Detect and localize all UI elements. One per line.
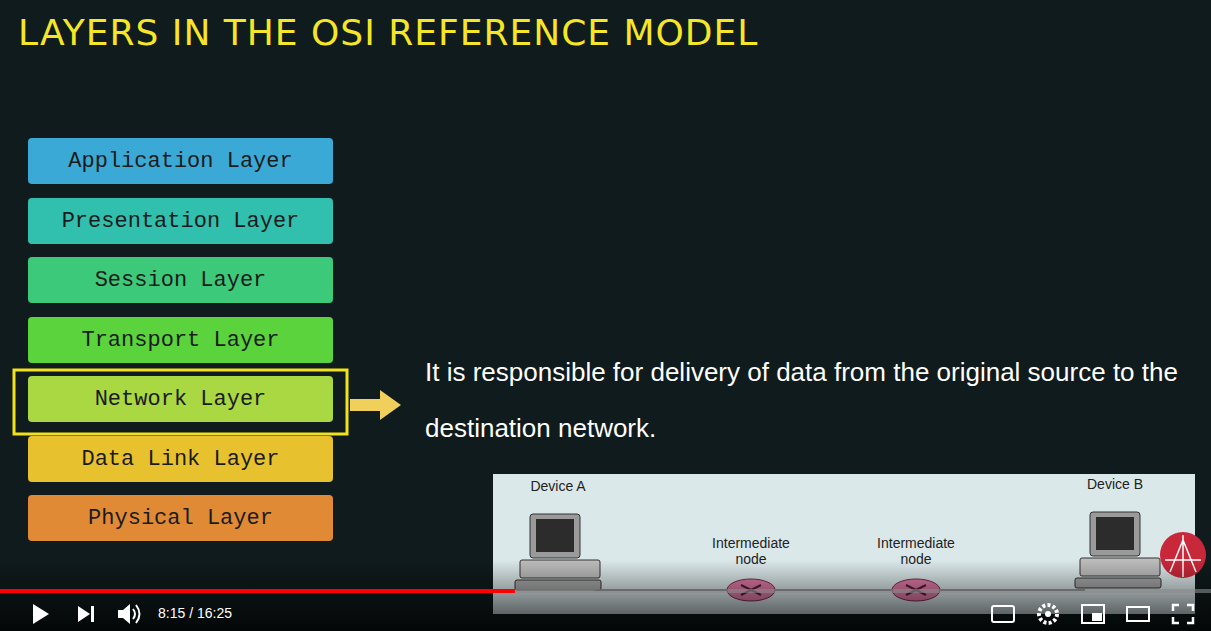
layer-name: Presentation Layer	[62, 209, 300, 234]
settings-icon	[1039, 605, 1057, 623]
video-time: 8:15 / 16:25	[158, 605, 232, 621]
layer-name: Data Link Layer	[81, 447, 279, 472]
layer-name: Transport Layer	[81, 328, 279, 353]
layer-box: Session Layer	[28, 257, 333, 303]
pointer-arrow	[350, 390, 401, 420]
layer-name: Application Layer	[68, 149, 292, 174]
play-icon	[33, 604, 49, 624]
layer-name: Physical Layer	[88, 506, 273, 531]
slide-title: LAYERS IN THE OSI REFERENCE MODEL	[18, 12, 758, 53]
node-label: Intermediate node	[866, 535, 966, 567]
progress-track	[0, 589, 1211, 593]
highlight-frame	[14, 370, 347, 434]
captions-icon	[992, 606, 1014, 622]
layer-box: Data Link Layer	[28, 436, 333, 482]
layer-box: Presentation Layer	[28, 198, 333, 244]
layer-name: Session Layer	[95, 268, 267, 293]
miniplayer-icon	[1082, 605, 1104, 623]
layer-box: Physical Layer	[28, 495, 333, 541]
device-label: Device B	[1083, 476, 1147, 492]
layer-box: Network Layer	[28, 376, 333, 422]
controls-shade	[0, 560, 1211, 631]
theater-icon	[1127, 607, 1149, 621]
layer-name: Network Layer	[95, 387, 267, 412]
next-icon	[78, 606, 94, 622]
layer-box: Application Layer	[28, 138, 333, 184]
fullscreen-icon	[1173, 605, 1193, 623]
description-text: It is responsible for delivery of data f…	[425, 344, 1195, 456]
device-label: Device A	[526, 478, 590, 494]
layer-box: Transport Layer	[28, 317, 333, 363]
node-label: Intermediate node	[701, 535, 801, 567]
volume-icon	[118, 604, 140, 624]
progress-played	[0, 589, 515, 593]
